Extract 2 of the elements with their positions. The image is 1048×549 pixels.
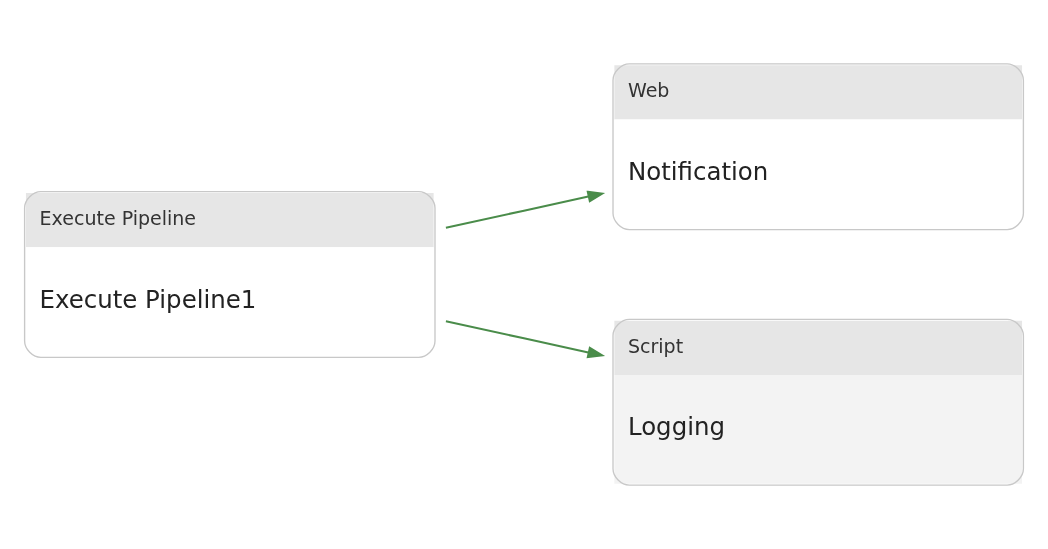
arrow — [445, 190, 606, 229]
arrow — [445, 320, 606, 359]
